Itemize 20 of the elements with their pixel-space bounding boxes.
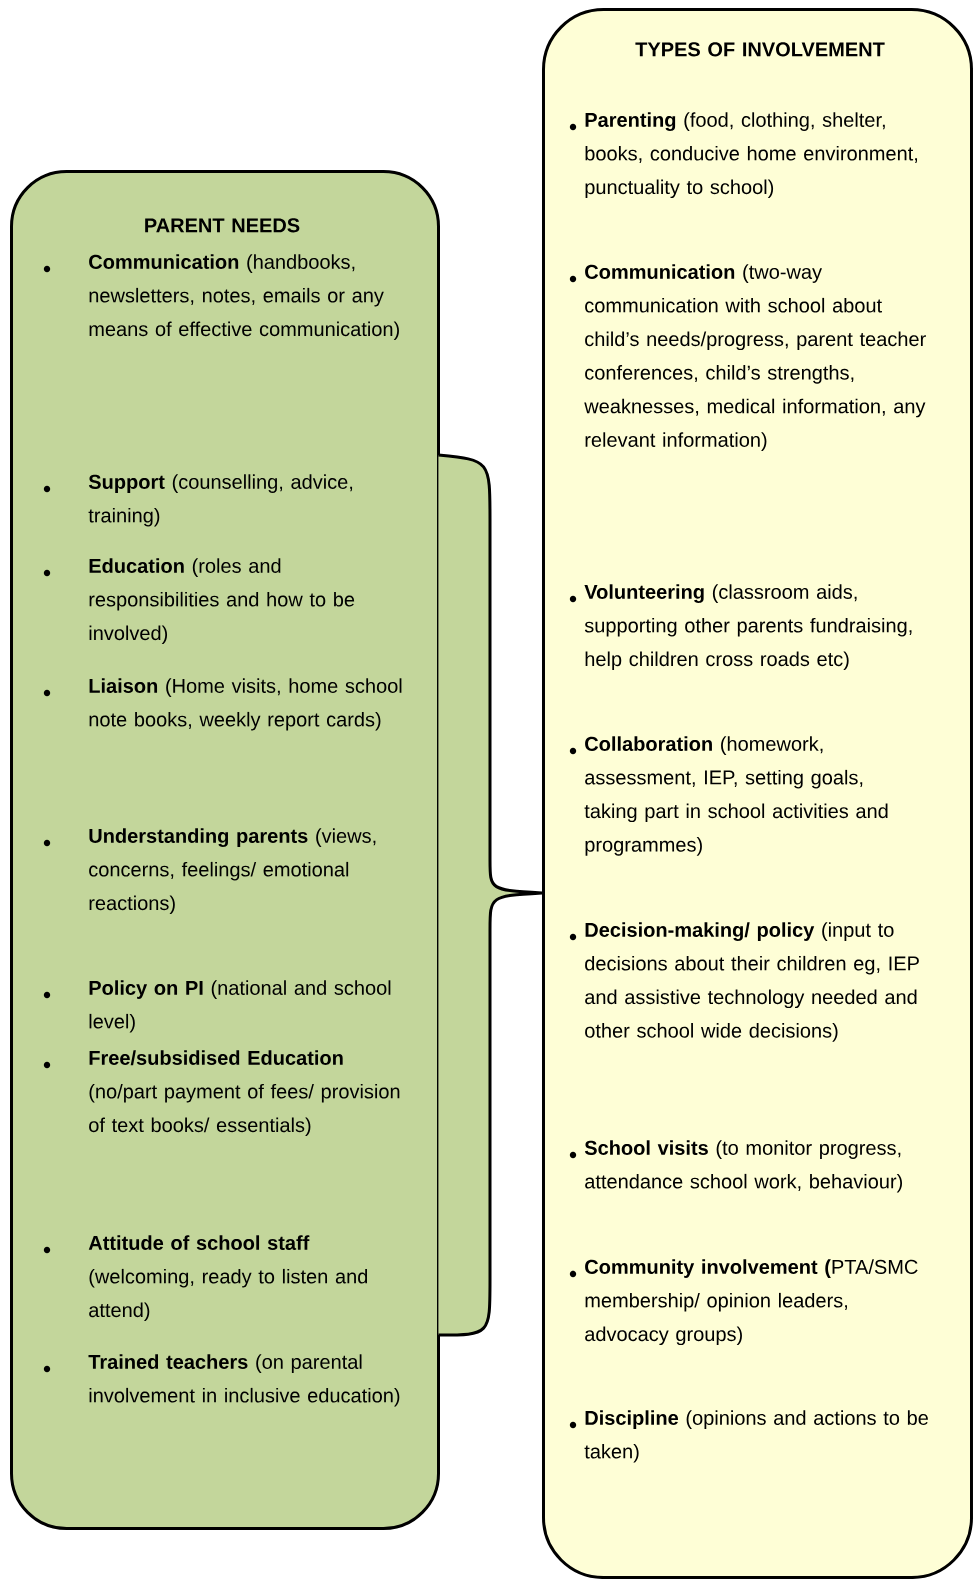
heading: TYPES OF INVOLVEMENT	[635, 42, 885, 57]
bullet-item: Trained teachers (on parental involvement in inclusive education)	[43, 1354, 400, 1407]
bullet-item: School visits (to monitor progress, attendance school work, behaviour)	[569, 1140, 902, 1193]
bullet-item: Decision-making/ policy (input to decisions about their children eg, IEP and assistive technology needed and other school wide decisions)	[569, 922, 919, 1042]
bullet-item: Policy on PI (national and school level)	[43, 980, 391, 1033]
bullet-item: Support (counselling, advice, training)	[43, 474, 353, 527]
bullet-item: Parenting (food, clothing, shelter, books, conducive home environment, punctuality to school)	[569, 112, 918, 199]
bullet-item: Volunteering (classroom aids, supporting other parents fundraising, help children cross roads etc)	[569, 584, 912, 671]
bullet-item: Education (roles and responsibilities and how to be involved)	[43, 558, 355, 645]
bullet-item: Attitude of school staff (welcoming, ready to listen and attend)	[43, 1235, 368, 1322]
bullet-item: Collaboration (homework, assessment, IEP, setting goals, taking part in school activities and programmes)	[569, 736, 888, 856]
bullet-item: Communication (two-way communication with school about child’s needs/progress, parent teacher conferences, child’s strengths, weaknesses, medical information, any relevant information)	[569, 264, 926, 451]
curly-brace	[436, 453, 544, 1337]
bullet-item: Liaison (Home visits, home school note books, weekly report cards)	[43, 678, 402, 731]
bullet-item: Communication (handbooks, newsletters, notes, emails or any means of effective communication)	[43, 254, 399, 341]
bullet-item: Understanding parents (views, concerns, feelings/ emotional reactions)	[43, 828, 376, 915]
bullet-item: Community involvement (PTA/SMC membership/ opinion leaders, advocacy groups)	[569, 1259, 918, 1346]
bullet-item: Discipline (opinions and actions to be taken)	[569, 1410, 928, 1463]
heading: PARENT NEEDS	[145, 218, 300, 233]
bullet-item: Free/subsidised Education (no/part payment of fees/ provision of text books/ essentials)	[43, 1050, 400, 1137]
